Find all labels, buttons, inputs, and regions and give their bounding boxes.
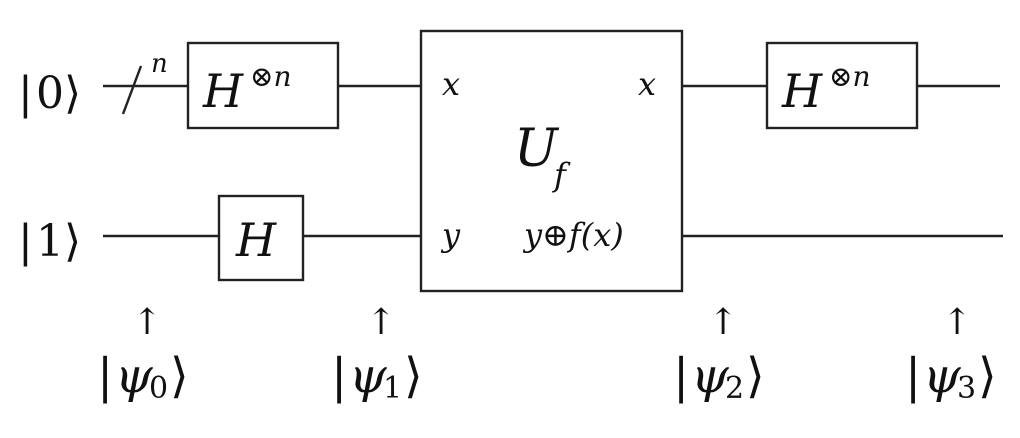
svg-text:H: H [202,64,244,118]
state-marker-psi1: ↑ | ψ 1 ⟩ [331,302,423,406]
svg-text:ψ: ψ [691,348,730,404]
svg-text:⟩: ⟩ [404,348,423,404]
hadamard-gate-top-2-label: H ⊗n [781,60,871,118]
svg-text:|: | [18,68,33,119]
state-marker-psi0: ↑ | ψ 0 ⟩ [97,302,189,406]
svg-text:⊗n: ⊗n [250,60,292,93]
svg-text:|: | [905,348,921,404]
input-ket-1-value: 1 [36,216,64,267]
svg-text:3: 3 [957,371,976,406]
state-marker-psi2: ↑ | ψ 2 ⟩ [673,302,765,406]
svg-text:0: 0 [149,371,168,406]
svg-text:⟩: ⟩ [170,348,189,404]
svg-text:↑: ↑ [708,302,738,343]
svg-text:H: H [781,64,823,118]
svg-text:ψ: ψ [923,348,962,404]
oracle-output-x: x [638,65,656,103]
oracle-input-y: y [440,216,461,254]
hadamard-gate-top-2 [765,41,919,130]
svg-text:⟩: ⟩ [64,68,81,119]
svg-text:U: U [514,119,560,179]
svg-text:1: 1 [383,371,402,406]
input-ket-0-value: 0 [36,68,64,119]
svg-text:|: | [331,348,347,404]
svg-text:ψ: ψ [115,348,154,404]
hadamard-gate-bottom [217,194,305,282]
svg-text:|: | [18,216,33,267]
hadamard-gate-top-1-label: H ⊗n [202,60,292,118]
svg-text:↑: ↑ [132,302,162,343]
svg-text:|: | [97,348,113,404]
register-slash [121,65,143,115]
svg-text:⟩: ⟩ [64,216,81,267]
svg-text:⊗n: ⊗n [829,60,871,93]
oracle-box [419,29,684,293]
svg-text:⟩: ⟩ [746,348,765,404]
svg-text:2: 2 [725,371,744,406]
svg-text:↑: ↑ [942,302,972,343]
state-marker-psi3: ↑ | ψ 3 ⟩ [905,302,997,406]
svg-text:ψ: ψ [349,348,388,404]
svg-text:⟩: ⟩ [978,348,997,404]
svg-text:↑: ↑ [366,302,396,343]
oracle-label: U f [514,119,571,194]
hadamard-gate-bottom-label: H [235,213,277,267]
input-ket-1: | 1 ⟩ [18,216,81,267]
oracle-input-x: x [442,65,460,103]
register-size-label: n [151,49,168,79]
oracle-output-y-xor-fx: y⊕f(x) [522,216,624,254]
svg-text:|: | [673,348,689,404]
input-ket-0: | 0 ⟩ [18,68,81,119]
